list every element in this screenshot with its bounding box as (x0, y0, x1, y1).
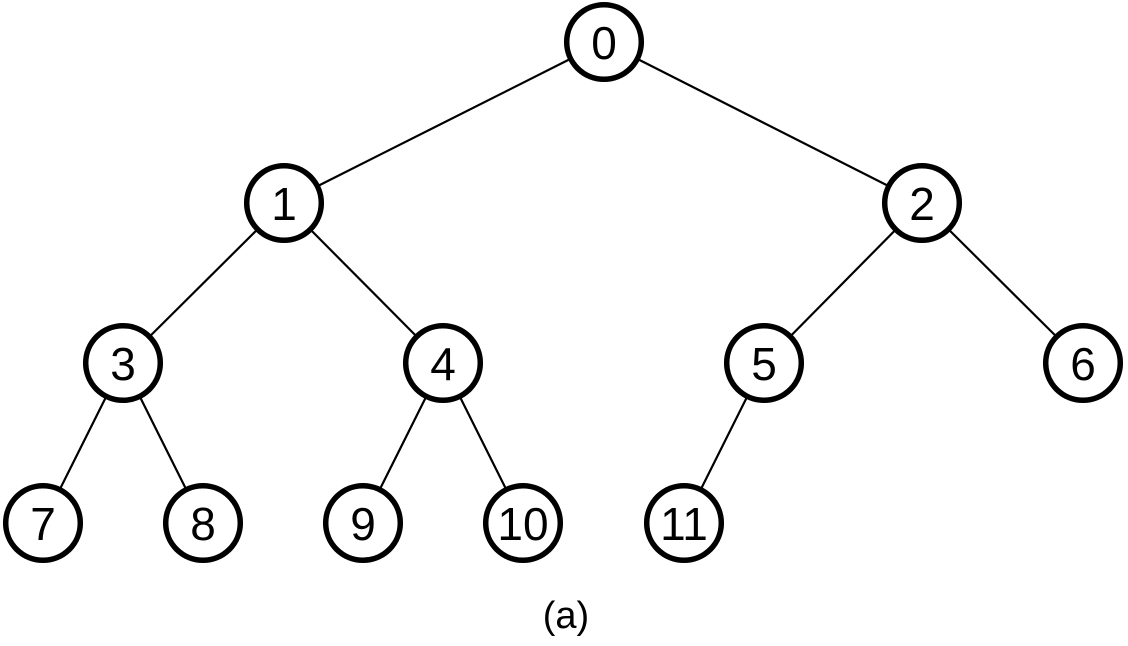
tree-node-8[interactable]: 8 (162, 482, 244, 564)
tree-node-label-7: 7 (30, 498, 56, 550)
tree-node-4[interactable]: 4 (402, 322, 484, 404)
tree-edge-4-9 (379, 396, 427, 490)
tree-node-label-11: 11 (660, 498, 708, 550)
tree-edge-0-2 (637, 58, 889, 187)
tree-node-circle-11 (643, 482, 725, 564)
tree-node-label-6: 6 (1070, 338, 1096, 390)
tree-node-label-0: 0 (591, 17, 617, 69)
tree-edge-2-6 (948, 229, 1057, 337)
tree-node-11[interactable]: 11 (643, 482, 725, 564)
tree-node-circle-0 (563, 1, 645, 83)
tree-node-label-1: 1 (271, 178, 297, 230)
tree-node-1[interactable]: 1 (243, 162, 325, 244)
tree-node-circle-1 (243, 162, 325, 244)
tree-edge-0-1 (317, 58, 571, 187)
tree-edge-3-7 (59, 396, 107, 490)
figure-caption: (a) (543, 595, 589, 637)
tree-node-10[interactable]: 10 (482, 482, 564, 564)
tree-edge-2-5 (790, 229, 896, 337)
tree-edges-group (59, 58, 1057, 490)
tree-node-circle-5 (723, 322, 805, 404)
tree-node-circle-8 (162, 482, 244, 564)
tree-edge-3-8 (139, 396, 187, 490)
tree-node-circle-10 (482, 482, 564, 564)
tree-node-9[interactable]: 9 (322, 482, 404, 564)
tree-node-circle-7 (2, 482, 84, 564)
tree-edge-1-3 (149, 229, 258, 337)
tree-node-6[interactable]: 6 (1042, 322, 1124, 404)
tree-edge-5-11 (700, 396, 748, 490)
tree-node-label-5: 5 (751, 338, 777, 390)
tree-node-circle-3 (82, 322, 164, 404)
tree-node-circle-2 (881, 162, 963, 244)
tree-node-2[interactable]: 2 (881, 162, 963, 244)
tree-node-circle-6 (1042, 322, 1124, 404)
tree-node-circle-9 (322, 482, 404, 564)
tree-node-label-10: 10 (497, 498, 548, 550)
tree-node-label-3: 3 (110, 338, 136, 390)
tree-node-label-2: 2 (909, 178, 935, 230)
tree-node-3[interactable]: 3 (82, 322, 164, 404)
tree-node-7[interactable]: 7 (2, 482, 84, 564)
tree-node-5[interactable]: 5 (723, 322, 805, 404)
tree-edge-4-10 (459, 396, 507, 490)
tree-nodes-group: 0 1 2 3 4 5 6 7 8 9 10 11 (2, 1, 1124, 564)
tree-node-label-9: 9 (350, 498, 376, 550)
tree-node-label-4: 4 (430, 338, 456, 390)
tree-node-0[interactable]: 0 (563, 1, 645, 83)
tree-node-label-8: 8 (190, 498, 216, 550)
tree-edge-1-4 (310, 229, 417, 337)
tree-node-circle-4 (402, 322, 484, 404)
